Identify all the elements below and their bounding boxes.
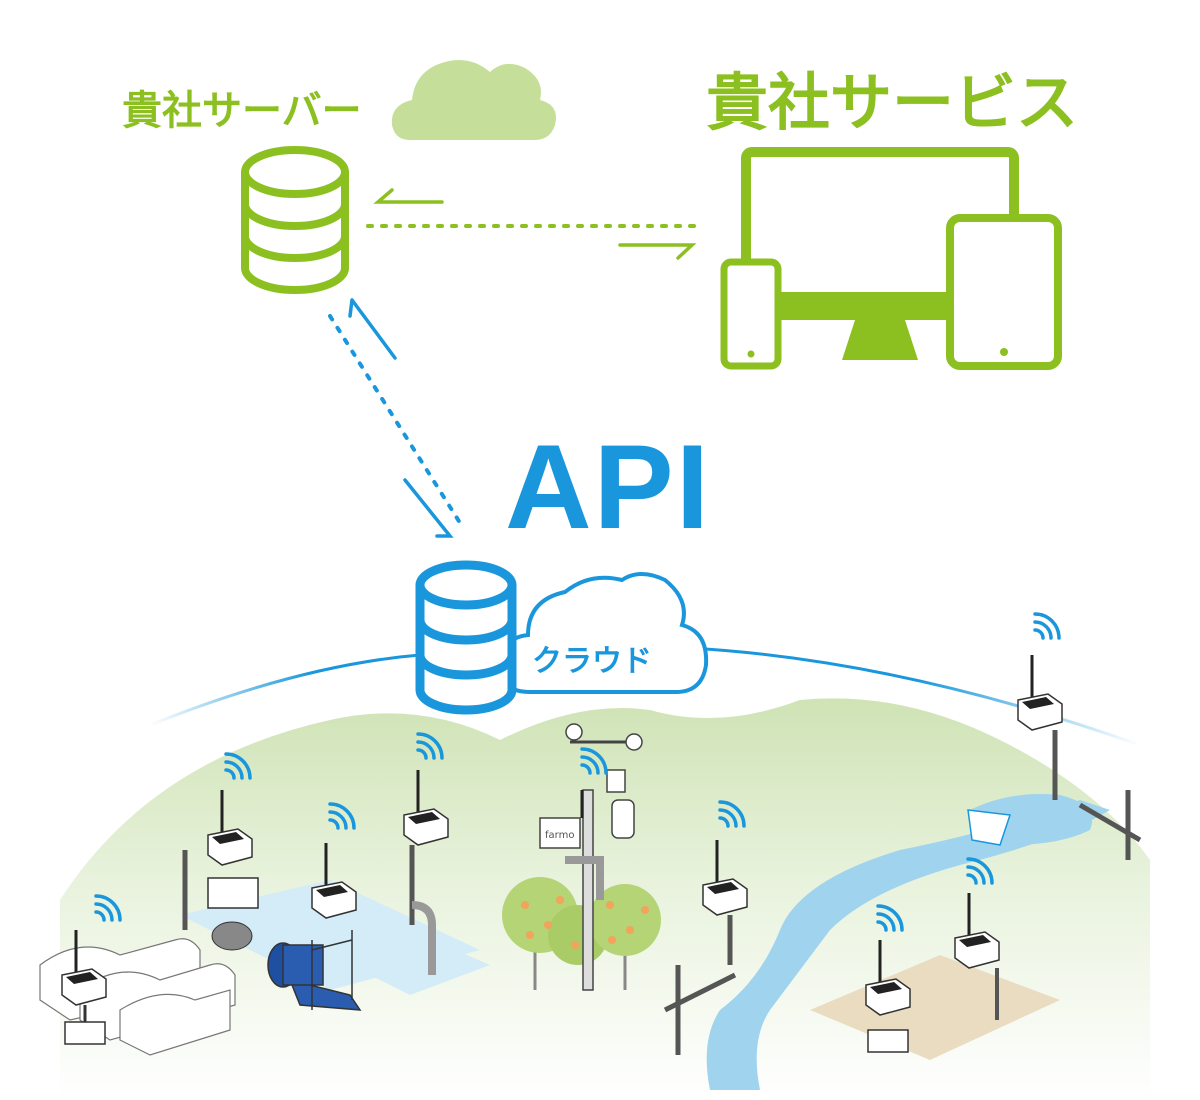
horizon-arc-right [689, 646, 1141, 747]
tablet-icon [946, 214, 1062, 370]
database-icon [415, 560, 517, 715]
horizon-arc-left [149, 653, 421, 727]
irrigation-gate [267, 930, 362, 1011]
weather-station [539, 723, 643, 991]
api-flow-line [328, 314, 464, 528]
greenhouses [39, 938, 236, 1056]
cloud-label: クラウド [532, 644, 652, 679]
water-gate [967, 809, 1012, 846]
smartphone-icon [720, 258, 782, 370]
arrow-icon [348, 298, 397, 360]
field-mid [340, 935, 490, 995]
device-brand: farmo [545, 830, 574, 841]
server-label: 貴社サーバー [122, 88, 362, 134]
arrow-icon [373, 188, 444, 204]
arrow-icon [403, 478, 454, 538]
api-label: API [505, 420, 712, 554]
service-label: 貴社サービス [706, 66, 1079, 139]
cloud-icon [391, 59, 556, 141]
arrow-icon [618, 243, 697, 260]
database-icon [241, 146, 349, 294]
